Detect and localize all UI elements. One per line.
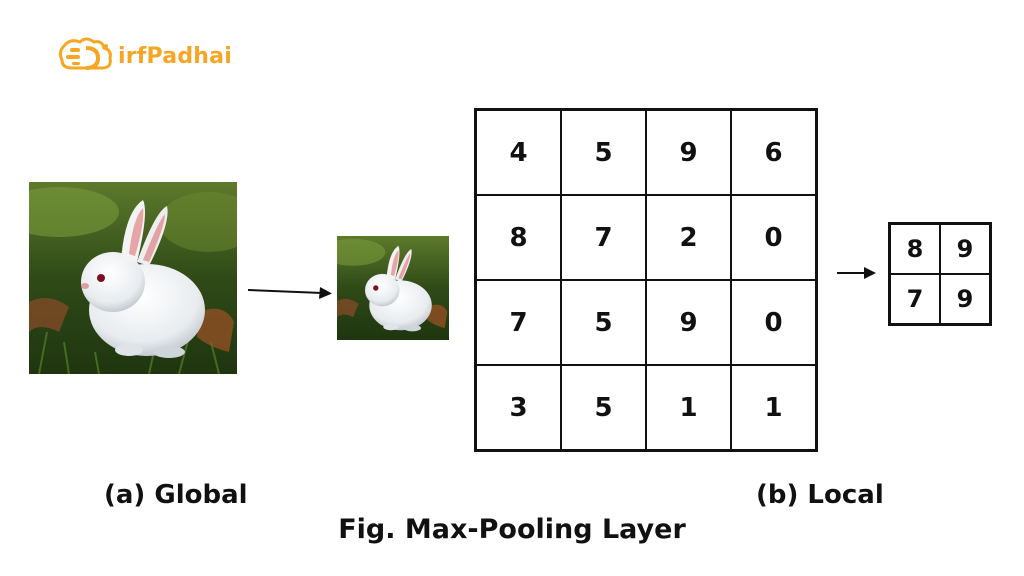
pooled-output-grid: 8 9 7 9 [888,222,992,326]
label-local: (b) Local [756,480,884,510]
arrow-right-icon [247,287,332,299]
logo-icon [58,37,112,70]
grid-cell: 8 [476,195,561,280]
grid-cell: 0 [731,280,816,365]
pooled-cell: 7 [890,274,940,324]
grid-cell: 5 [561,280,646,365]
logo-text: irfPadhai [118,44,232,69]
grid-cell: 2 [646,195,731,280]
grid-cell: 9 [646,110,731,195]
grid-cell: 4 [476,110,561,195]
arrow-right-icon [837,267,876,279]
rabbit-image-global [29,182,237,374]
pooled-cell: 8 [890,224,940,274]
grid-cell: 6 [731,110,816,195]
figure-caption: Fig. Max-Pooling Layer [338,514,686,545]
logo: irfPadhai [56,36,256,80]
rabbit-image-downscaled [337,236,449,340]
grid-cell: 9 [646,280,731,365]
pooled-cell: 9 [940,274,990,324]
grid-cell: 1 [731,365,816,450]
feature-map-grid: 4 5 9 6 8 7 2 0 7 5 9 0 3 5 1 1 [474,108,818,452]
grid-cell: 0 [731,195,816,280]
pooled-cell: 9 [940,224,990,274]
grid-cell: 7 [561,195,646,280]
grid-cell: 1 [646,365,731,450]
grid-cell: 5 [561,365,646,450]
label-global: (a) Global [104,480,248,510]
grid-cell: 5 [561,110,646,195]
grid-cell: 3 [476,365,561,450]
grid-cell: 7 [476,280,561,365]
